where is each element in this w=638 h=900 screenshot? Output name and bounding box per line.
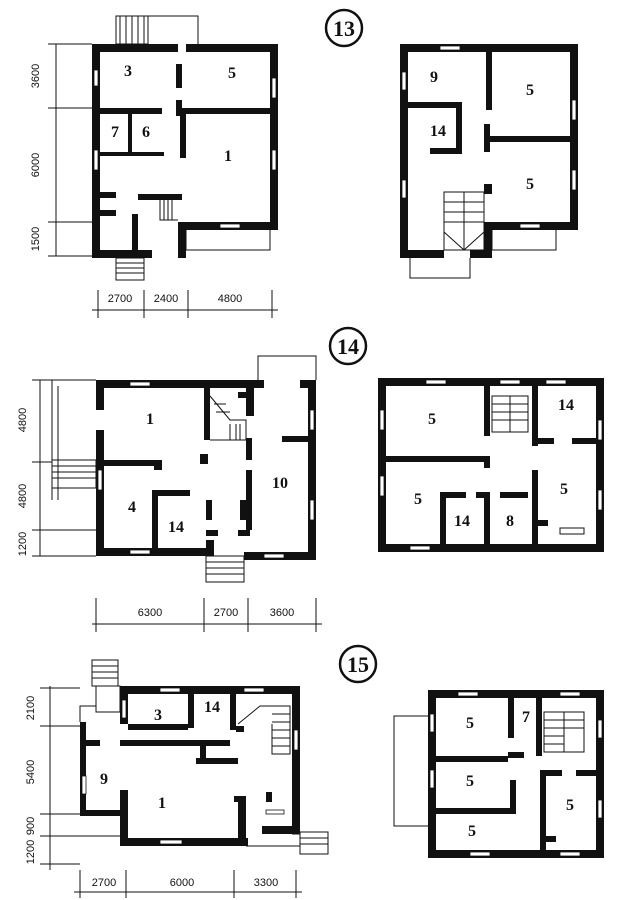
room-label: 7 <box>111 124 119 141</box>
dimension-label: 2700 <box>214 607 238 619</box>
room-label: 10 <box>272 475 288 492</box>
dimension-label: 3600 <box>270 607 294 619</box>
room-label: 5 <box>526 176 534 193</box>
dimension-label: 2400 <box>154 293 178 305</box>
room-label: 1 <box>224 148 232 165</box>
dimension-label: 3300 <box>254 877 278 889</box>
dimension-label: 4800 <box>17 484 29 508</box>
upper-floor-plan: 5 14 5 5 14 8 <box>378 378 604 552</box>
room-label: 3 <box>154 707 162 724</box>
room-label: 4 <box>128 499 136 516</box>
dimension-lines: 4800 4800 1200 6300 2700 3600 <box>17 379 322 632</box>
room-label: 14 <box>454 513 470 530</box>
room-label: 7 <box>522 709 530 726</box>
dimension-label: 5400 <box>25 760 37 784</box>
plan-15: 15 <box>25 644 604 898</box>
dimension-lines: 2100 5400 900 1200 2700 6000 3300 <box>25 686 302 898</box>
plan-number: 14 <box>337 334 359 359</box>
room-label: 1 <box>146 411 154 428</box>
room-label: 5 <box>468 823 476 840</box>
room-label: 9 <box>100 771 108 788</box>
room-label: 5 <box>428 411 436 428</box>
dimension-label: 4800 <box>17 408 29 432</box>
room-label: 5 <box>466 773 474 790</box>
plan-number: 15 <box>347 652 369 677</box>
dimension-label: 2700 <box>92 877 116 889</box>
dimension-label: 2700 <box>108 293 132 305</box>
dimension-label: 900 <box>25 817 37 835</box>
dimension-label: 6000 <box>170 877 194 889</box>
dimension-label: 1200 <box>17 532 29 556</box>
ground-floor-plan: 1 4 14 10 <box>51 355 317 583</box>
room-label: 14 <box>430 123 446 140</box>
dimension-label: 6000 <box>30 153 42 177</box>
dimension-lines: 3600 6000 1500 2700 2400 4800 <box>30 43 278 318</box>
room-label: 1 <box>158 795 166 812</box>
room-label: 5 <box>560 481 568 498</box>
room-label: 3 <box>124 63 132 80</box>
room-label: 5 <box>526 82 534 99</box>
dimension-label: 6300 <box>138 607 162 619</box>
room-label: 14 <box>204 699 220 716</box>
dimension-label: 2100 <box>25 696 37 720</box>
room-label: 8 <box>506 513 514 530</box>
plan-14: 14 <box>17 326 604 632</box>
upper-floor-plan: 5 7 5 5 5 <box>393 690 604 858</box>
plan-number-badge: 14 <box>328 326 368 366</box>
ground-floor-plan: 3 14 9 1 <box>79 659 329 855</box>
room-label: 14 <box>558 397 574 414</box>
dimension-label: 4800 <box>218 293 242 305</box>
plan-number: 13 <box>333 16 355 41</box>
dimension-label: 3600 <box>30 64 42 88</box>
plan-13: 13 <box>30 8 578 318</box>
room-label: 5 <box>466 715 474 732</box>
ground-floor-plan: 3 5 7 6 1 <box>92 15 278 281</box>
room-label: 14 <box>168 519 184 536</box>
dimension-label: 1200 <box>25 840 37 864</box>
upper-floor-plan: 9 5 14 5 <box>400 44 578 279</box>
plan-number-badge: 15 <box>338 644 378 684</box>
room-label: 5 <box>566 797 574 814</box>
dimension-label: 1500 <box>30 227 42 251</box>
room-label: 5 <box>414 491 422 508</box>
room-label: 6 <box>142 124 150 141</box>
room-label: 9 <box>430 69 438 86</box>
room-label: 5 <box>228 65 236 82</box>
plan-number-badge: 13 <box>324 8 364 48</box>
